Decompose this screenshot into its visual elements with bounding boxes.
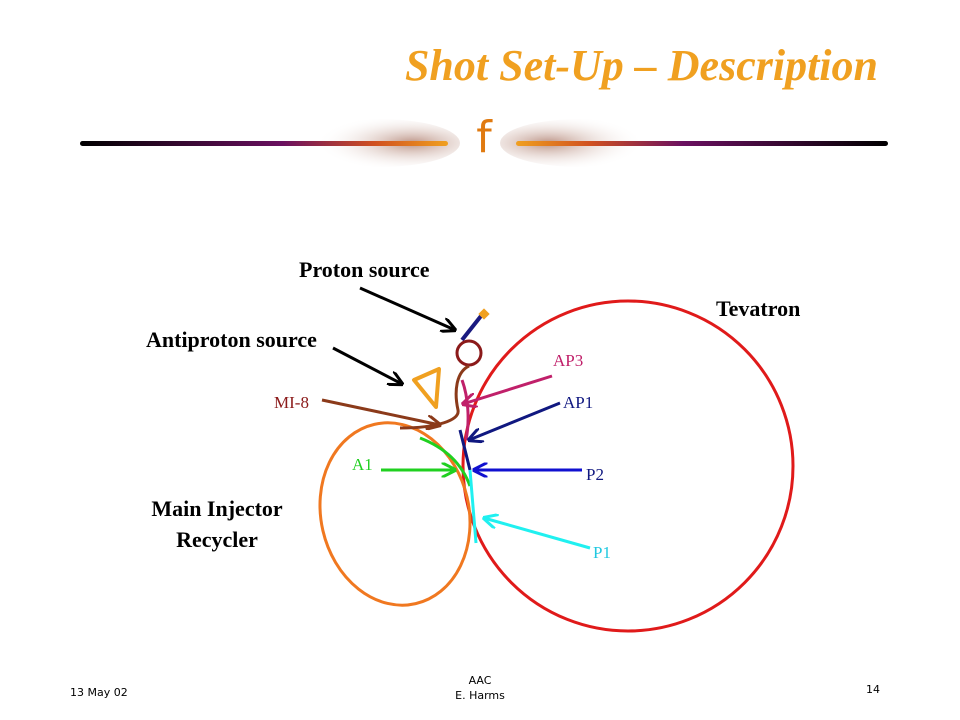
ap3-arrow [463,374,553,404]
footer-center-line2: E. Harms [455,689,505,702]
transfer-line-ap [460,379,470,441]
transfer-line-p1p2 [468,469,478,544]
divider-glyph: f [476,112,492,163]
mi8-arrow [321,398,440,425]
slide-title: Shot Set-Up – Description [404,41,878,90]
title-divider [80,119,888,167]
footer-center-line1: AAC [468,674,492,687]
footer-date: 13 May 02 [70,686,128,699]
p2-label: P2 [586,465,604,484]
ap1-arrow [469,401,561,440]
transfer-line-a1 [419,436,472,487]
p1-arrow [484,518,591,550]
p1-label: P1 [593,543,611,562]
proton-source-label: Proton source [299,257,430,282]
transfer-line-ap1 [458,429,472,471]
antiproton-source-label: Antiproton source [146,327,317,352]
main-injector-label: Main Injector [151,496,283,521]
antiproton-source-arrow [332,346,402,384]
ap1-label: AP1 [563,393,593,412]
main-injector-ring [318,421,472,607]
antiproton-source [412,367,441,409]
tevatron-ring [461,299,795,633]
proton-source-arrow [359,286,455,330]
ap3-label: AP3 [553,351,583,370]
recycler-label: Recycler [176,527,258,552]
proton-source [455,308,490,367]
a1-label: A1 [352,455,373,474]
tevatron-label: Tevatron [716,296,800,321]
mi8-label: MI-8 [274,393,309,412]
footer-page-number: 14 [866,683,880,696]
